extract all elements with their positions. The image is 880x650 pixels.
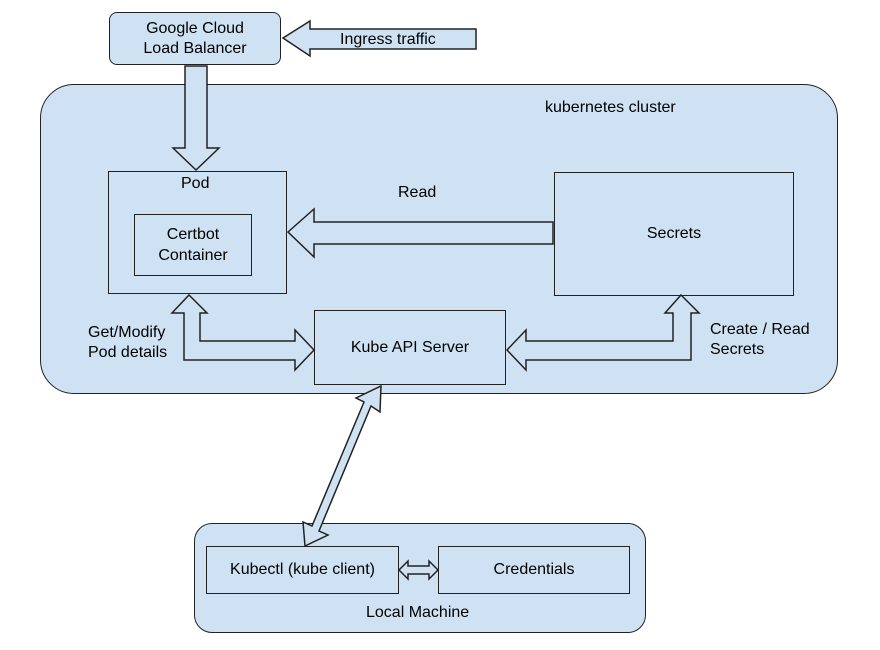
create-read-secrets-label: Create / Read Secrets bbox=[710, 321, 810, 358]
kubectl-box: Kubectl (kube client) bbox=[206, 546, 399, 594]
local-machine-label: Local Machine bbox=[366, 604, 470, 621]
load-balancer-box: Google Cloud Load Balancer bbox=[109, 12, 281, 65]
read-label: Read bbox=[398, 184, 437, 201]
secrets-api-arrow bbox=[505, 293, 701, 372]
api-kubectl-arrow bbox=[302, 384, 382, 548]
pod-label: Pod bbox=[181, 175, 210, 192]
pod-details-label: Get/Modify Pod details bbox=[88, 324, 168, 361]
ingress-traffic-label: Ingress traffic bbox=[340, 31, 436, 48]
credentials-box: Credentials bbox=[438, 546, 630, 594]
secrets-box: Secrets bbox=[554, 172, 794, 296]
pod-api-arrow bbox=[170, 293, 316, 372]
kubectl-credentials-arrow bbox=[397, 559, 440, 581]
certbot-container-box: Certbot Container bbox=[134, 214, 252, 276]
lb-to-pod-arrow bbox=[171, 65, 221, 172]
ingress-arrow bbox=[281, 19, 477, 58]
read-arrow bbox=[286, 207, 554, 259]
cluster-label: kubernetes cluster bbox=[545, 99, 676, 116]
kube-api-server-box: Kube API Server bbox=[314, 310, 506, 385]
